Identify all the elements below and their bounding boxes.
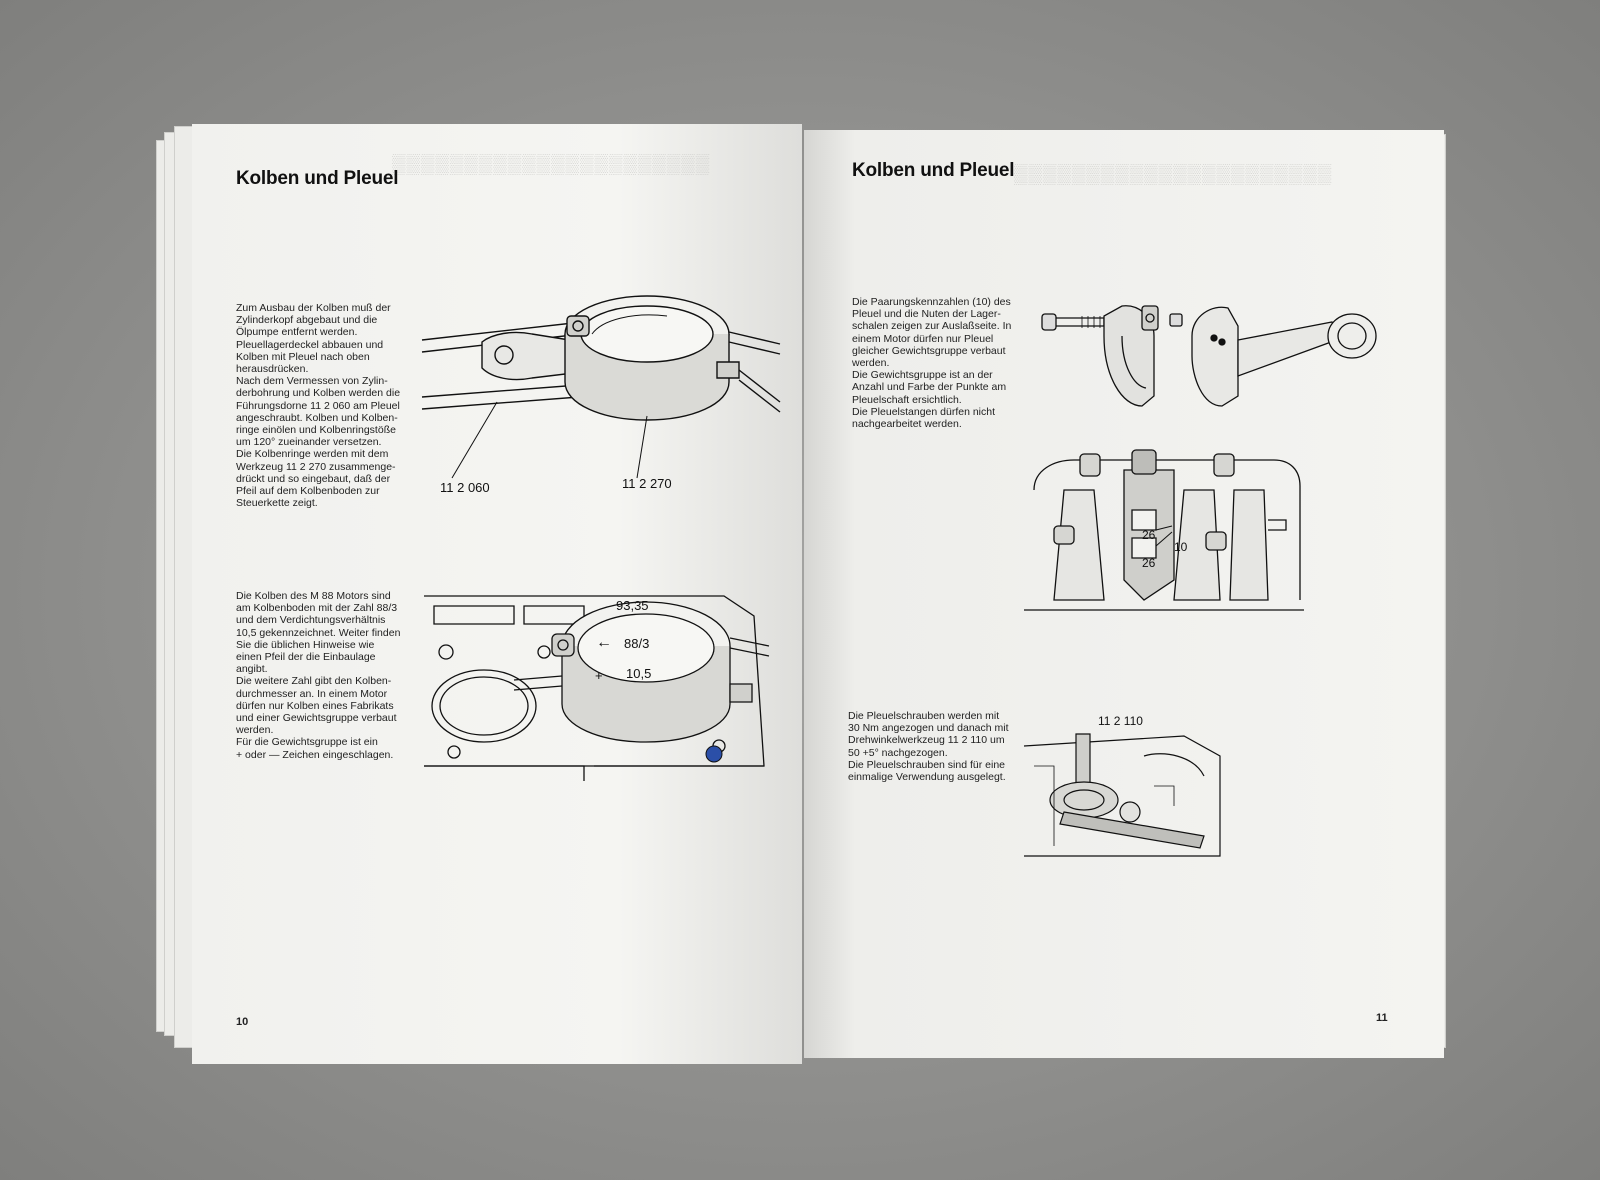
text-block-piston-marking: Die Kolben des M 88 Motors sind am Kolbe… — [236, 590, 401, 761]
left-page: ▒▒▒▒▒▒▒▒▒▒▒▒▒▒▒▒▒▒▒▒▒▒ Kolben und Pleuel… — [192, 124, 802, 1064]
page-title: Kolben und Pleuel — [852, 160, 1015, 181]
page-number: 11 — [1376, 1012, 1388, 1024]
page-number: 10 — [236, 1016, 249, 1028]
text-block-bolt-torque: Die Pleuelschrauben werden mit 30 Nm ang… — [848, 710, 1009, 784]
text-block-pairing-marks: Die Paarungskennzahlen (10) des Pleuel u… — [852, 296, 1012, 431]
label-pairing-number-lower: 26 — [1142, 556, 1156, 570]
arrow-icon: ← — [596, 634, 612, 651]
label-piston-diameter: 93,35 — [616, 598, 649, 613]
text-block-piston-removal: Zum Ausbau der Kolben muß der Zylinderko… — [236, 302, 401, 510]
label-compression-ratio: 10,5 — [626, 666, 652, 681]
connecting-rod-exploded-figure — [1042, 296, 1382, 426]
show-through-text: ▒▒▒▒▒▒▒▒▒▒▒▒▒▒▒▒▒▒▒▒▒▒ — [1014, 164, 1333, 185]
right-page: ▒▒▒▒▒▒▒▒▒▒▒▒▒▒▒▒▒▒▒▒▒▒ Kolben und Pleuel… — [804, 130, 1444, 1058]
page-title: Kolben und Pleuel — [236, 168, 399, 189]
label-tool-11-2-060: 11 2 060 — [440, 480, 490, 495]
angle-torque-tool-figure — [1024, 726, 1224, 866]
label-pairing-number-upper: 26 — [1142, 528, 1156, 542]
label-callout-10: 10 — [1174, 540, 1188, 554]
piston-ring-compressor-figure — [422, 282, 782, 472]
connecting-rod-installed-figure — [1024, 450, 1304, 640]
label-weight-sign: + — [595, 668, 603, 683]
show-through-text: ▒▒▒▒▒▒▒▒▒▒▒▒▒▒▒▒▒▒▒▒▒▒ — [392, 154, 711, 175]
piston-crown-marking-figure — [424, 576, 784, 786]
label-tool-11-2-270: 11 2 270 — [622, 476, 672, 491]
label-tool-11-2-110: 11 2 110 — [1098, 714, 1143, 728]
label-piston-code: 88/3 — [624, 636, 650, 651]
